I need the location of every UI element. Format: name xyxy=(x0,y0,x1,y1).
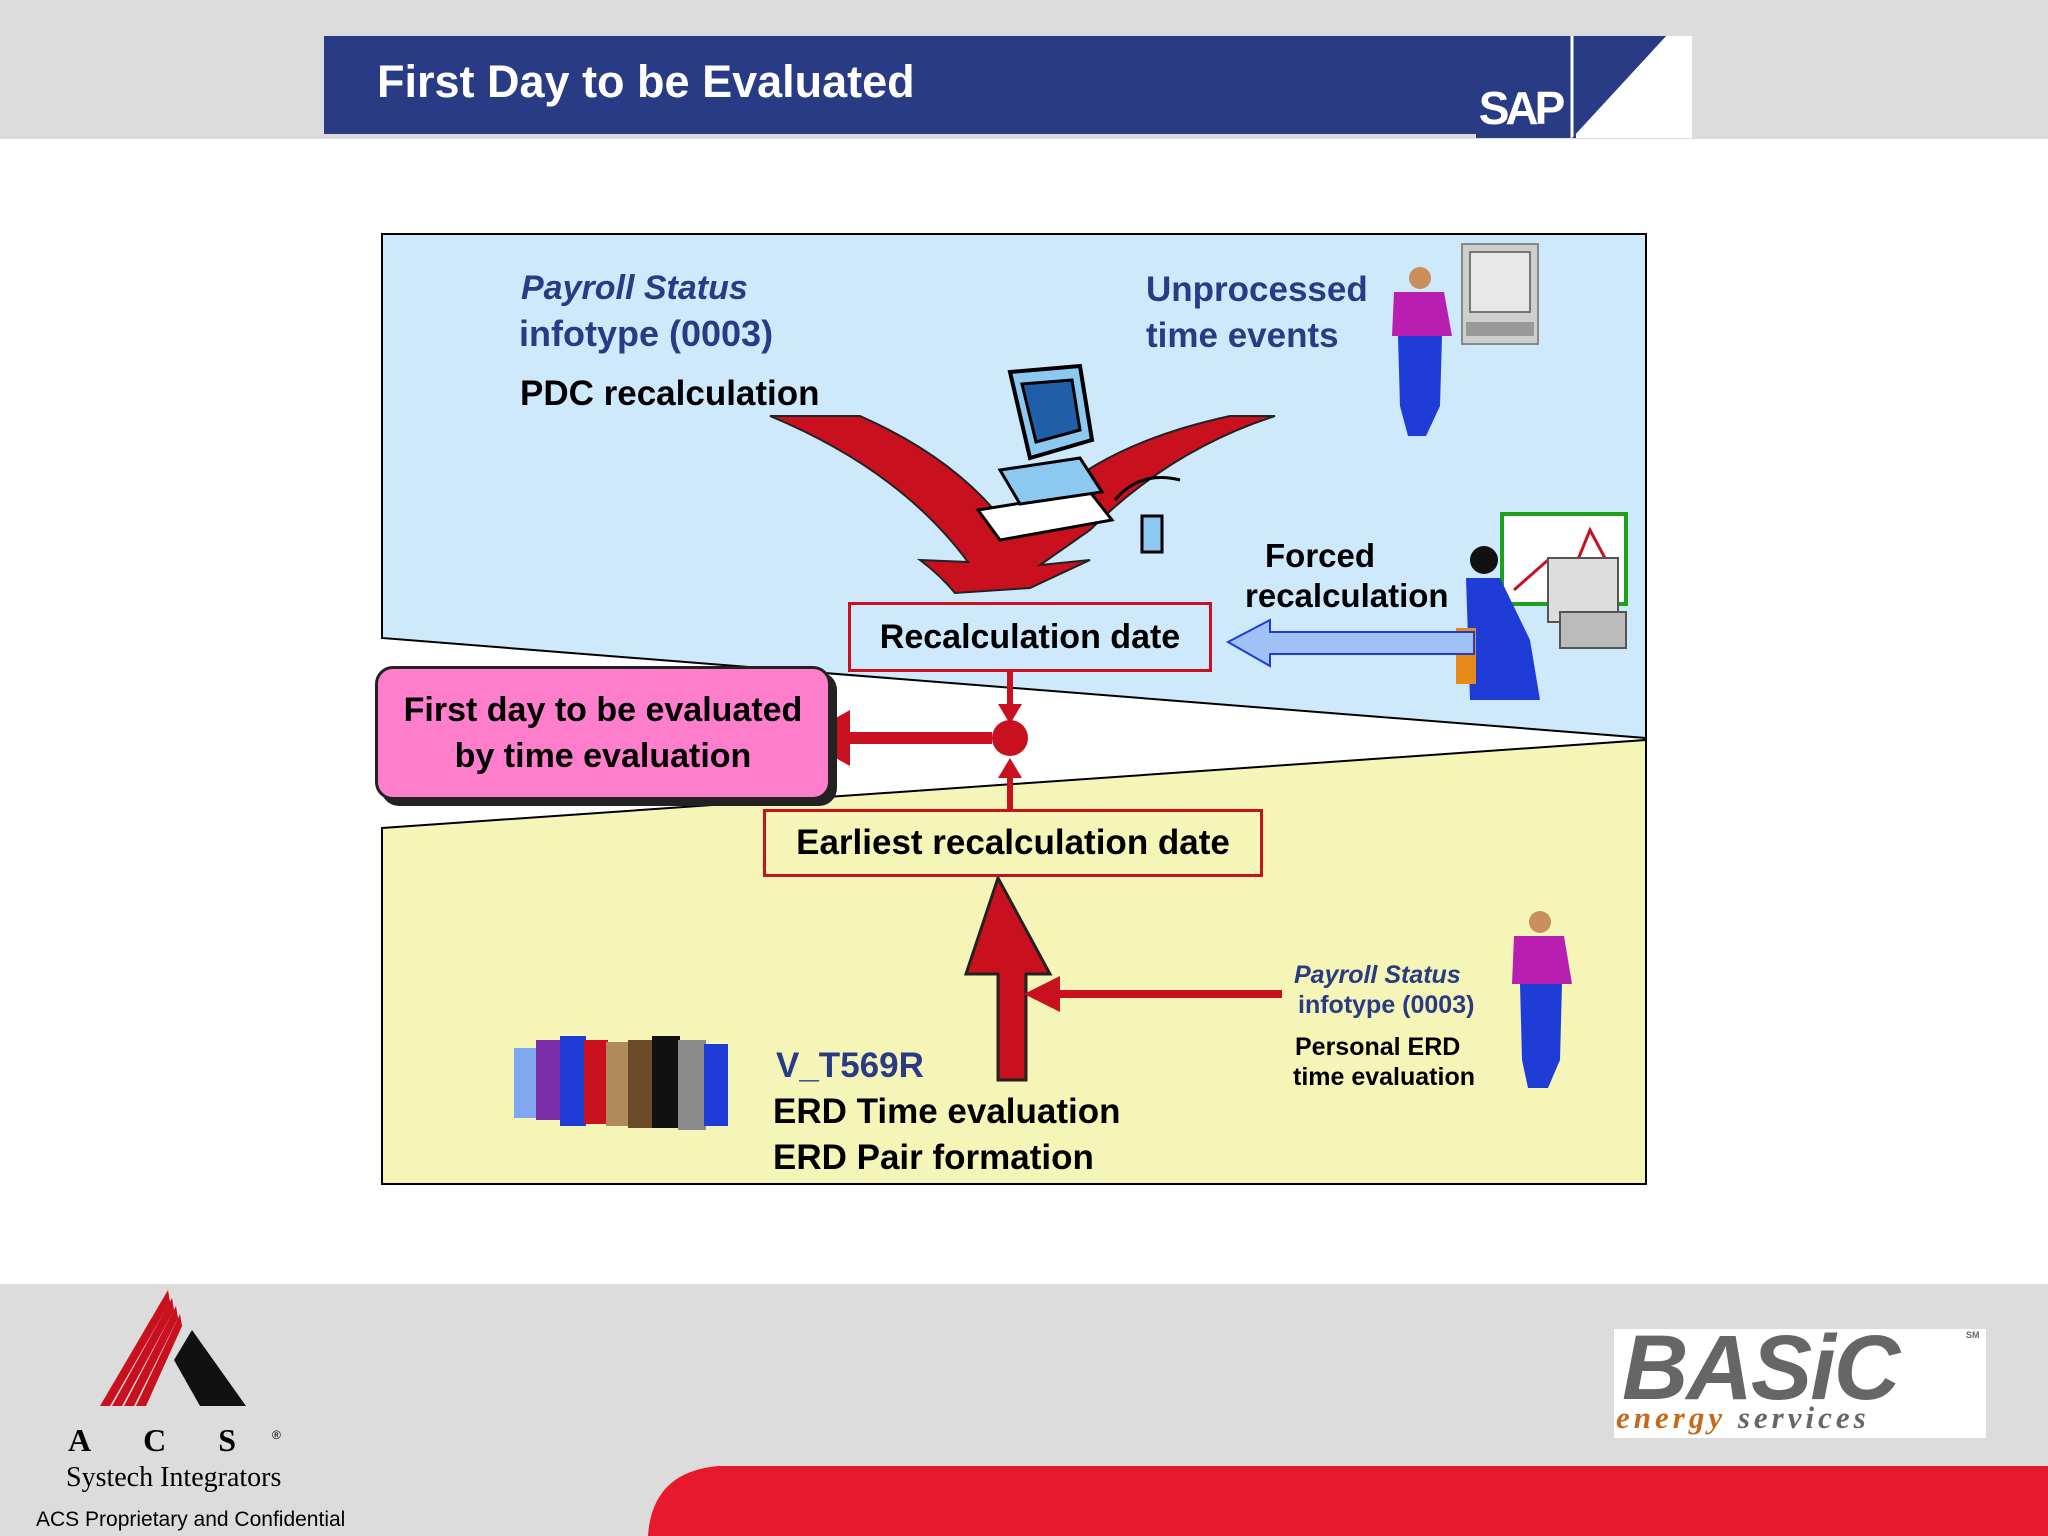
personal-erd-label: Personal ERD xyxy=(1295,1033,1461,1061)
erd-pair-formation-label: ERD Pair formation xyxy=(773,1138,1094,1177)
unprocessed-label: Unprocessed xyxy=(1146,270,1368,309)
payroll-status-top-label: Payroll Status xyxy=(521,269,748,307)
time-clock-terminal-icon xyxy=(1461,243,1539,345)
infotype-bottom-label: infotype (0003) xyxy=(1298,991,1475,1019)
infotype-top-label: infotype (0003) xyxy=(519,313,774,354)
slide-title: First Day to be Evaluated xyxy=(377,56,915,107)
basic-tagline-services: services xyxy=(1737,1400,1870,1435)
forced-arrow xyxy=(1225,618,1475,668)
first-day-line2: by time evaluation xyxy=(454,737,752,775)
title-bar xyxy=(324,36,1478,134)
basic-tagline-energy: energy xyxy=(1616,1400,1727,1435)
acs-logo-icon xyxy=(100,1290,246,1406)
pdc-recalculation-label: PDC recalculation xyxy=(520,374,820,413)
sap-logo-icon xyxy=(1476,36,1692,138)
acs-subtitle: Systech Integrators xyxy=(66,1462,282,1493)
acs-registered-mark: ® xyxy=(272,1428,281,1442)
time-events-label: time events xyxy=(1146,316,1339,355)
forced-label: Forced xyxy=(1265,537,1376,574)
person-icon-bottom xyxy=(1512,911,1572,1088)
basic-tagline: energy services xyxy=(1616,1400,1870,1436)
footer-red-swoosh xyxy=(648,1466,2048,1536)
v-t569r-label: V_T569R xyxy=(776,1046,924,1085)
recalculation-date-box: Recalculation date xyxy=(848,602,1212,672)
basic-logo-icon xyxy=(1614,1329,1986,1438)
basic-logo-text: BASiC xyxy=(1622,1317,1900,1419)
earliest-recalculation-date-box: Earliest recalculation date xyxy=(763,809,1263,877)
payroll-status-bottom-label: Payroll Status xyxy=(1294,961,1461,989)
big-up-arrow xyxy=(963,874,1053,1082)
time-evaluation-label: time evaluation xyxy=(1293,1063,1475,1091)
group-of-people-icon xyxy=(514,1036,728,1130)
first-day-line1: First day to be evaluated xyxy=(403,691,803,729)
confidential-notice: ACS Proprietary and Confidential xyxy=(36,1508,346,1531)
erd-time-evaluation-label: ERD Time evaluation xyxy=(773,1092,1121,1131)
junction-dot xyxy=(992,720,1028,756)
basic-sm-mark: SM xyxy=(1966,1330,1980,1340)
computer-icon xyxy=(975,363,1181,554)
acs-logo-letters: ACS xyxy=(68,1422,289,1458)
sap-logo-text: SAP xyxy=(1478,82,1566,134)
first-day-box: First day to be evaluated by time evalua… xyxy=(375,666,831,800)
person-icon-top xyxy=(1392,267,1452,436)
recalculation-label: recalculation xyxy=(1245,577,1449,614)
woman-at-computer-icon xyxy=(1456,512,1628,700)
